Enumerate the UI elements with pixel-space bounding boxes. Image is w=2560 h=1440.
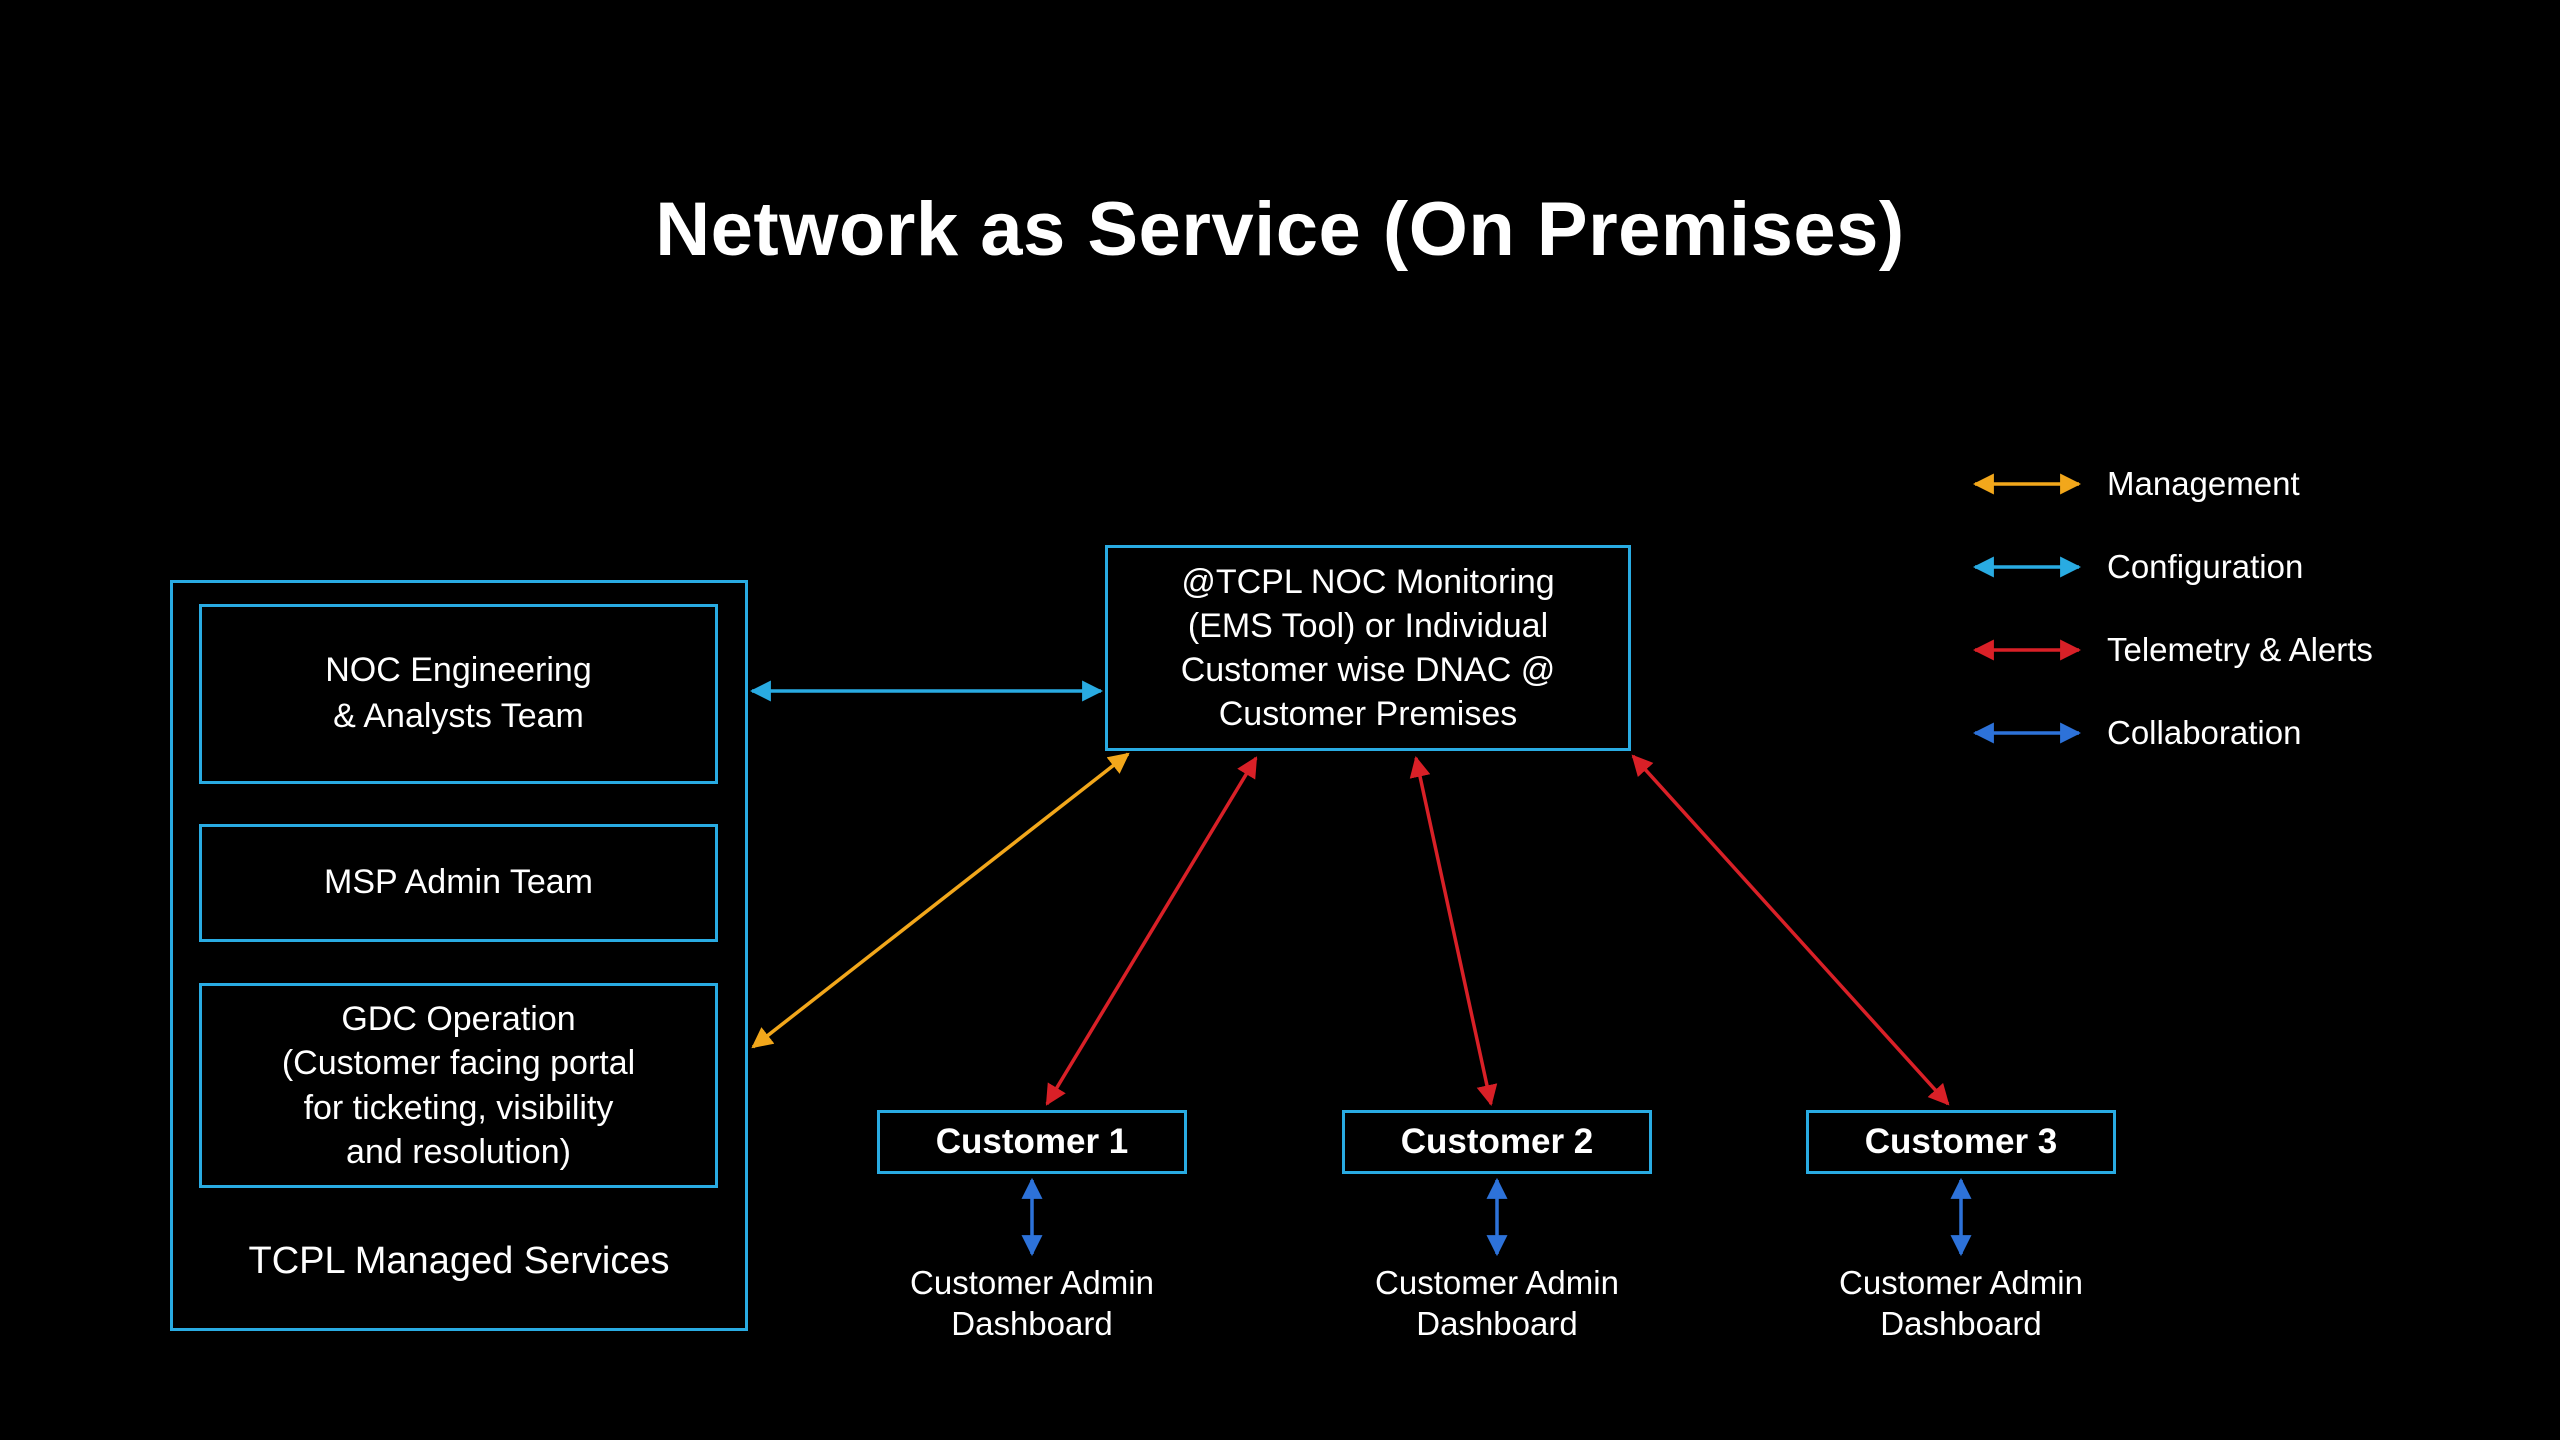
- legend-item-telemetry-alerts: Telemetry & Alerts: [1967, 608, 2373, 691]
- gdc-operation-label: GDC Operation (Customer facing portal fo…: [281, 1000, 636, 1171]
- legend-item-collaboration: Collaboration: [1967, 691, 2373, 774]
- legend-label-configuration: Configuration: [2107, 547, 2304, 585]
- telemetry-alerts-legend-arrow-icon: [1972, 639, 2082, 660]
- telemetry-arrow-customer-1: [1045, 756, 1258, 1106]
- management-arrow: [751, 752, 1130, 1049]
- managed-services-group-label: TCPL Managed Services: [248, 1240, 670, 1282]
- customer-2-box: Customer 2: [1342, 1110, 1652, 1174]
- customer-3-box: Customer 3: [1806, 1110, 2116, 1174]
- legend-item-management: Management: [1967, 442, 2373, 525]
- page-title: Network as Service (On Premises): [655, 187, 1905, 272]
- managed-services-group-box: [170, 580, 748, 1331]
- collaboration-legend-arrow-icon: [1972, 722, 2082, 743]
- msp-admin-team-label: MSP Admin Team: [324, 863, 593, 902]
- msp-admin-team-box: MSP Admin Team: [199, 824, 718, 942]
- customer-1-label: Customer 1: [935, 1122, 1129, 1161]
- management-legend-arrow-icon: [1972, 473, 2082, 494]
- customer-3-label: Customer 3: [1864, 1122, 2058, 1161]
- noc-monitoring-box: @TCPL NOC Monitoring (EMS Tool) or Indiv…: [1105, 545, 1631, 751]
- noc-engineering-team-label: NOC Engineering & Analysts Team: [325, 651, 592, 735]
- customer-1-box: Customer 1: [877, 1110, 1187, 1174]
- customer-1-dashboard-label: Customer Admin Dashboard: [910, 1264, 1154, 1343]
- telemetry-arrow-customer-2: [1409, 755, 1498, 1107]
- legend: Management Configuration Telemetry & Ale…: [1967, 442, 2373, 774]
- noc-engineering-team-box: NOC Engineering & Analysts Team: [199, 604, 718, 784]
- legend-label-management: Management: [2107, 464, 2300, 502]
- customer-3-dashboard-label: Customer Admin Dashboard: [1839, 1264, 2083, 1343]
- gdc-operation-box: GDC Operation (Customer facing portal fo…: [199, 983, 718, 1188]
- telemetry-arrow-customer-3: [1631, 754, 1950, 1106]
- legend-item-configuration: Configuration: [1967, 525, 2373, 608]
- noc-monitoring-label: @TCPL NOC Monitoring (EMS Tool) or Indiv…: [1180, 562, 1556, 734]
- legend-label-collaboration: Collaboration: [2107, 713, 2302, 751]
- customer-2-label: Customer 2: [1400, 1122, 1594, 1161]
- customer-2-dashboard-label: Customer Admin Dashboard: [1375, 1264, 1619, 1343]
- configuration-legend-arrow-icon: [1972, 556, 2082, 577]
- legend-label-telemetry-alerts: Telemetry & Alerts: [2107, 630, 2373, 668]
